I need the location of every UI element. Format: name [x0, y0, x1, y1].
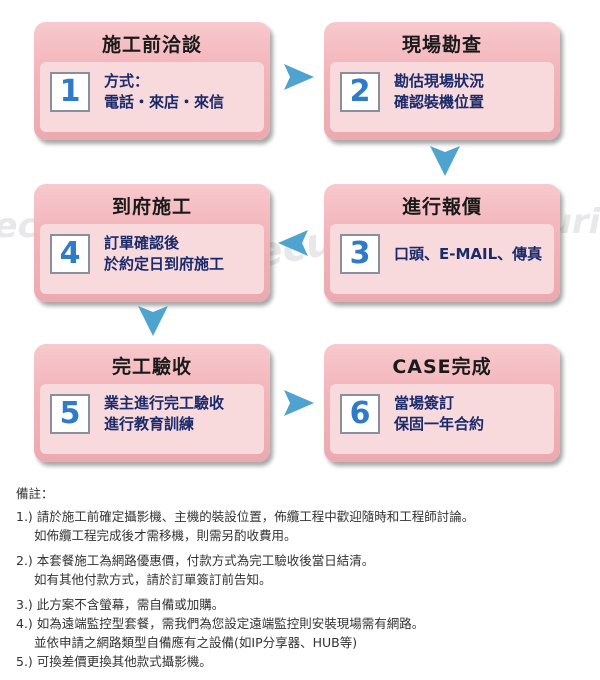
step-text-line: 勘估現場狀況 — [394, 72, 485, 90]
step-text-line: 口頭、E-MAIL、傳真 — [394, 245, 543, 263]
note-item: 3.) 此方案不含螢幕，需自備或加購。 — [16, 597, 225, 612]
step-body: 1 方式： 電話・來店・來信 — [40, 62, 264, 132]
step-title: 現場勘查 — [401, 34, 482, 56]
step-number: 5 — [50, 394, 90, 434]
note-item-sub: 如佈纜工程完成後才需移機，則需另酌收費用。 — [34, 528, 297, 543]
step-card-6: CASE完成 6 當場簽訂 保固一年合約 — [324, 344, 560, 462]
step-text-line: 電話・來店・來信 — [104, 93, 225, 111]
step-body: 2 勘估現場狀況 確認裝機位置 — [330, 62, 554, 132]
note-item: 2.) 本套餐施工為網路優惠價，付款方式為完工驗收後當日結清。 — [16, 553, 375, 568]
step-title: 完工驗收 — [111, 356, 192, 378]
step-title: 施工前洽談 — [101, 34, 202, 56]
notes-heading: 備註： — [16, 486, 54, 501]
arrow-left-icon — [278, 230, 308, 256]
step-text-line: 保固一年合約 — [394, 415, 485, 433]
step-text-line: 訂單確認後 — [104, 234, 180, 252]
step-text: 勘估現場狀況 確認裝機位置 — [394, 71, 550, 113]
step-number: 4 — [50, 234, 90, 274]
step-card-4: 到府施工 4 訂單確認後 於約定日到府施工 — [34, 184, 270, 302]
step-text-line: 業主進行完工驗收 — [104, 394, 225, 412]
step-card-1: 施工前洽談 1 方式： 電話・來店・來信 — [34, 22, 270, 140]
step-text: 方式： 電話・來店・來信 — [104, 71, 260, 113]
step-card-3: 進行報價 3 口頭、E-MAIL、傳真 — [324, 184, 560, 302]
step-card-2: 現場勘查 2 勘估現場狀況 確認裝機位置 — [324, 22, 560, 140]
step-text: 當場簽訂 保固一年合約 — [394, 393, 550, 435]
step-number: 6 — [340, 394, 380, 434]
arrow-right-icon — [284, 390, 314, 416]
step-body: 3 口頭、E-MAIL、傳真 — [330, 224, 554, 294]
step-card-5: 完工驗收 5 業主進行完工驗收 進行教育訓練 — [34, 344, 270, 462]
note-item: 5.) 可換差價更換其他款式攝影機。 — [16, 654, 212, 669]
step-body: 4 訂單確認後 於約定日到府施工 — [40, 224, 264, 294]
note-item: 1.) 請於施工前確定攝影機、主機的裝設位置，佈纜工程中歡迎隨時和工程師討論。 — [16, 509, 475, 524]
notes-section: 備註： 1.) 請於施工前確定攝影機、主機的裝設位置，佈纜工程中歡迎隨時和工程師… — [16, 484, 590, 671]
step-title: 進行報價 — [401, 196, 482, 218]
step-text: 訂單確認後 於約定日到府施工 — [104, 233, 260, 275]
note-item-sub: 並依申請之網路類型自備應有之設備(如IP分享器、HUB等) — [34, 635, 358, 650]
step-text-line: 於約定日到府施工 — [104, 255, 225, 273]
step-text-line: 確認裝機位置 — [394, 93, 485, 111]
step-text-line: 當場簽訂 — [394, 394, 455, 412]
step-text-line: 進行教育訓練 — [104, 415, 195, 433]
step-text: 業主進行完工驗收 進行教育訓練 — [104, 393, 260, 435]
arrow-down-icon — [138, 306, 168, 336]
step-number: 3 — [340, 234, 380, 274]
step-title: 到府施工 — [111, 196, 192, 218]
note-item-sub: 如有其他付款方式，請於訂單簽訂前告知。 — [34, 572, 272, 587]
step-number: 2 — [340, 72, 380, 112]
step-body: 5 業主進行完工驗收 進行教育訓練 — [40, 384, 264, 454]
step-title: CASE完成 — [392, 356, 492, 378]
arrow-down-icon — [430, 146, 460, 176]
step-number: 1 — [50, 72, 90, 112]
step-text-line: 方式： — [104, 72, 150, 90]
arrow-right-icon — [284, 64, 314, 90]
step-text: 口頭、E-MAIL、傳真 — [394, 244, 550, 265]
note-item: 4.) 如為遠端監控型套餐，需我們為您設定遠端監控則安裝現場需有網路。 — [16, 616, 425, 631]
step-body: 6 當場簽訂 保固一年合約 — [330, 384, 554, 454]
